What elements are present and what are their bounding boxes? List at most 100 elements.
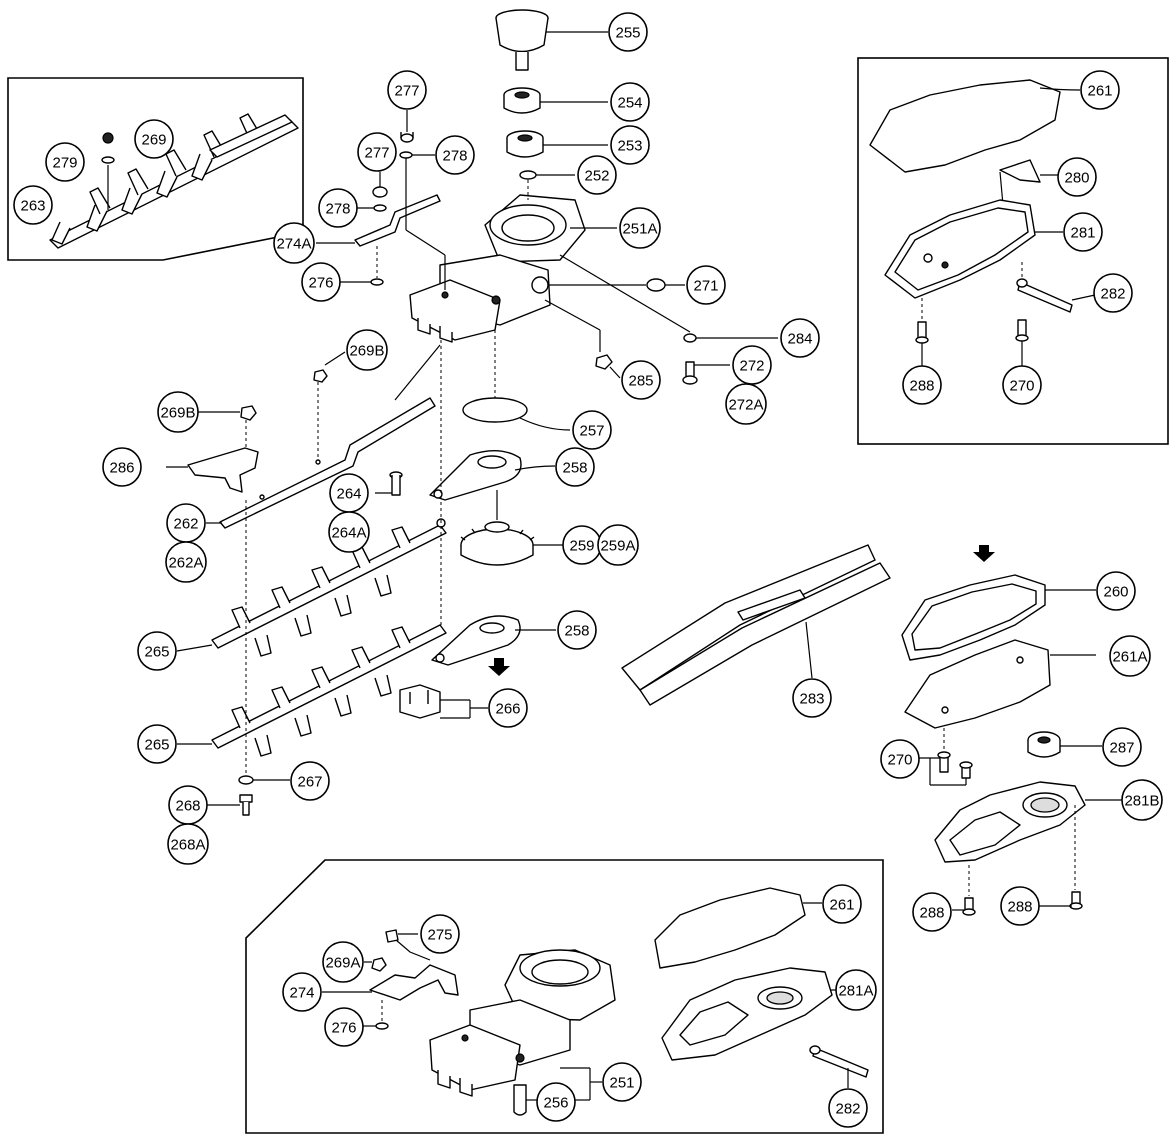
part-261-cover-drawing: [869, 79, 1081, 173]
callout-260: 260: [1096, 571, 1136, 611]
callout-281: 281: [1063, 212, 1103, 252]
callout-label: 259: [569, 538, 594, 555]
part-265-upper-drawing: [176, 518, 447, 657]
callout-label: 265: [144, 644, 169, 661]
callout-circle: [137, 724, 177, 764]
callout-circle: [902, 365, 942, 405]
callout-label: 281: [1070, 225, 1095, 242]
callout-288: 288: [1000, 886, 1040, 926]
callout-253: 253: [610, 125, 650, 165]
callout-circle: [1102, 727, 1142, 767]
callout-circle: [328, 511, 370, 553]
callout-label: 288: [1007, 899, 1032, 916]
callout-label: 257: [579, 423, 604, 440]
part-261-bottom-cover-drawing: [654, 887, 822, 969]
callout-label: 269B: [349, 343, 384, 360]
callout-251: 251: [602, 1062, 642, 1102]
callout-267: 267: [290, 761, 330, 801]
down-arrow-icon: [973, 545, 995, 562]
callout-label: 278: [325, 201, 350, 218]
callout-circle: [621, 360, 661, 400]
callout-circle: [780, 318, 820, 358]
part-270-screws-lower-drawing: [918, 728, 973, 786]
callout-circle: [290, 761, 330, 801]
callout-label: 261A: [1112, 649, 1147, 666]
callout-circle: [610, 82, 650, 122]
callout-288: 288: [902, 365, 942, 405]
callout-circle: [608, 12, 648, 52]
part-288-screws-lower-drawing: [952, 865, 1083, 916]
callout-275: 275: [420, 914, 460, 954]
callout-label: 288: [909, 378, 934, 395]
callout-259: 259: [562, 525, 602, 565]
part-257-drawing: [462, 330, 571, 431]
callout-circle: [1080, 70, 1120, 110]
inset-alt-gearcase-detail: [245, 859, 884, 1134]
part-265-lower-drawing: [177, 624, 447, 757]
part-260-gasket-drawing: [901, 574, 1096, 661]
callout-274: 274: [282, 972, 322, 1012]
callout-label: 278: [442, 148, 467, 165]
part-253-drawing: [506, 130, 608, 158]
callout-circle: [822, 884, 862, 924]
callout-279: 279: [45, 142, 85, 182]
part-262-269B-drawing: [196, 344, 441, 529]
callout-label: 263: [20, 198, 45, 215]
callout-circle: [577, 155, 617, 195]
callout-circle: [346, 329, 388, 371]
part-252-drawing: [519, 170, 575, 200]
part-277-278-274A-drawing: [316, 110, 446, 290]
callout-circle: [1121, 779, 1163, 821]
callout-label: 274: [289, 985, 314, 1002]
part-267-268-drawing: [206, 775, 290, 816]
callout-circle: [420, 914, 460, 954]
part-261A-plate-drawing: [904, 639, 1096, 729]
callout-circle: [572, 410, 612, 450]
callout-circle: [324, 1007, 364, 1047]
callout-circle: [1096, 571, 1136, 611]
callout-label: 282: [835, 1101, 860, 1118]
callout-278: 278: [435, 135, 475, 175]
callout-label: 259A: [600, 538, 635, 555]
callout-label: 283: [799, 691, 824, 708]
callout-272a: 272A: [725, 383, 767, 425]
callout-261: 261: [822, 884, 862, 924]
callout-label: 272A: [728, 397, 763, 414]
callout-252: 252: [577, 155, 617, 195]
callout-circle: [732, 345, 772, 385]
part-288-270-screws-drawing: [915, 298, 1029, 367]
callout-label: 285: [628, 373, 653, 390]
callout-circle: [435, 135, 475, 175]
callout-circle: [318, 188, 358, 228]
callout-circle: [102, 447, 142, 487]
callout-264: 264: [329, 473, 369, 513]
callout-254: 254: [610, 82, 650, 122]
callout-label: 268: [175, 798, 200, 815]
callout-label: 264: [336, 486, 361, 503]
callout-label: 287: [1109, 740, 1134, 757]
callout-circle: [835, 969, 877, 1011]
gearcase-251-drawing: [429, 949, 616, 1097]
callout-268: 268: [168, 785, 208, 825]
callout-circle: [557, 610, 597, 650]
callout-258: 258: [557, 610, 597, 650]
callout-277: 277: [387, 70, 427, 110]
callout-269b: 269B: [157, 391, 199, 433]
callout-274a: 274A: [273, 222, 315, 264]
callout-268a: 268A: [167, 823, 209, 865]
callout-269b: 269B: [346, 329, 388, 371]
callout-label: 256: [543, 1095, 568, 1112]
part-256-drawing: [513, 1067, 602, 1116]
callout-label: 277: [364, 145, 389, 162]
callout-label: 277: [394, 83, 419, 100]
callout-269a: 269A: [322, 941, 364, 983]
callout-label: 251: [609, 1075, 634, 1092]
callout-283: 283: [792, 678, 832, 718]
callout-281b: 281B: [1121, 779, 1163, 821]
callout-label: 262A: [168, 555, 203, 572]
callout-258: 258: [555, 447, 595, 487]
callout-278: 278: [318, 188, 358, 228]
callout-label: 271: [693, 278, 718, 295]
callout-259a: 259A: [597, 524, 639, 566]
callout-288: 288: [912, 892, 952, 932]
